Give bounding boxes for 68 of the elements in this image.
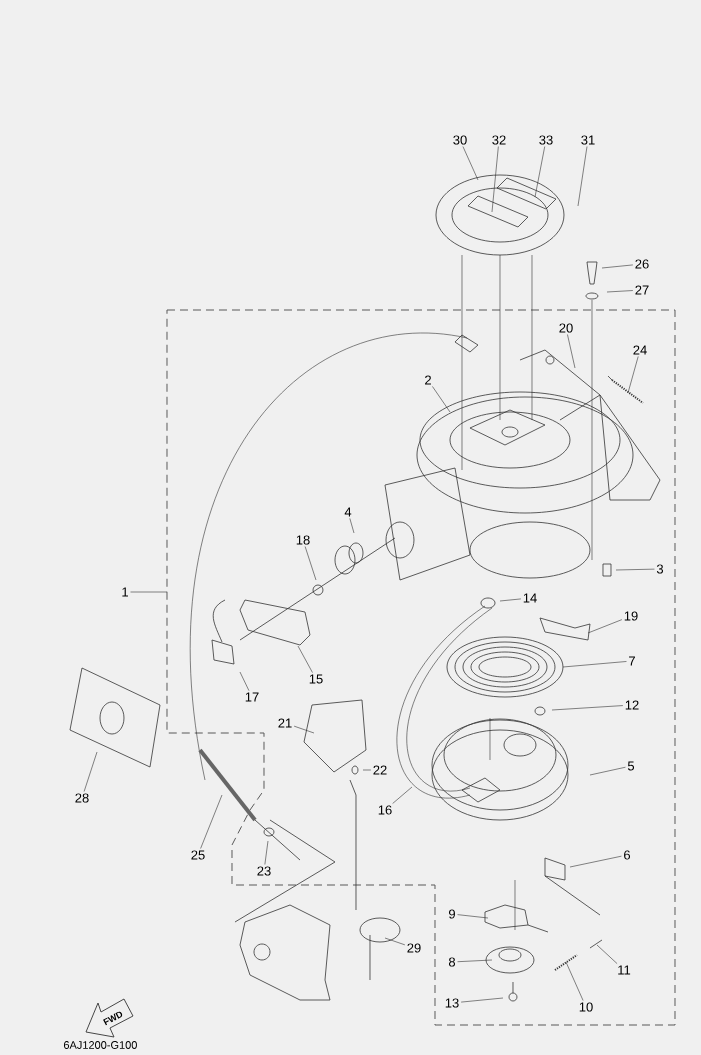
callout-number: 18 <box>296 535 310 545</box>
callout-number: 23 <box>257 866 271 876</box>
callout-number: 19 <box>624 611 638 621</box>
callout-number: 24 <box>633 345 647 355</box>
callout-number: 21 <box>278 718 292 728</box>
leader-line <box>462 146 479 181</box>
leader-line <box>601 264 634 269</box>
leader-line <box>130 591 168 593</box>
leader-line <box>499 598 522 602</box>
leader-line <box>567 334 576 369</box>
callout-number: 11 <box>618 965 631 975</box>
callout-number: 20 <box>559 323 573 333</box>
leader-line <box>392 786 413 804</box>
leader-line <box>362 769 372 771</box>
leader-line <box>596 944 618 964</box>
callout-number: 31 <box>581 135 595 145</box>
callout-number: 1 <box>122 587 128 597</box>
leader-line <box>606 290 634 293</box>
callout-number: 2 <box>425 375 431 385</box>
callout-number: 9 <box>449 909 455 919</box>
callout-number: 12 <box>625 700 639 710</box>
leader-line <box>384 937 406 946</box>
direction-label: FWD <box>103 1011 123 1026</box>
leader-line <box>565 961 584 1001</box>
callout-number: 25 <box>191 850 205 860</box>
callout-number: 6 <box>624 850 631 860</box>
callout-number: 14 <box>523 593 537 603</box>
callout-number: 3 <box>656 564 664 574</box>
callout-number: 29 <box>407 943 421 953</box>
leader-line <box>239 671 250 691</box>
callout-number: 28 <box>75 793 89 803</box>
leader-line <box>293 725 315 734</box>
callout-number: 27 <box>635 285 649 295</box>
leader-line <box>460 997 504 1003</box>
leader-line <box>627 356 639 394</box>
leader-line <box>264 840 269 865</box>
callout-number: 15 <box>309 674 323 684</box>
callout-number: 32 <box>492 135 506 145</box>
callout-number: 16 <box>378 805 392 815</box>
leader-line <box>304 546 317 581</box>
leader-line <box>562 661 627 668</box>
leader-line <box>432 386 451 413</box>
leader-line <box>569 855 622 868</box>
leader-line <box>577 146 588 207</box>
leader-line <box>491 146 499 213</box>
callout-number: 7 <box>629 656 635 666</box>
callout-number: 4 <box>344 507 352 517</box>
leader-line <box>349 518 355 534</box>
leader-line <box>551 705 624 711</box>
callout-number: 5 <box>627 761 635 771</box>
callout-number: 8 <box>448 957 456 967</box>
callout-number: 26 <box>635 259 649 269</box>
leader-line <box>457 959 493 963</box>
leader-line <box>615 568 655 571</box>
callout-number: 10 <box>579 1002 593 1012</box>
leader-line <box>297 645 313 673</box>
leader-line <box>534 146 546 198</box>
leader-line <box>457 914 489 919</box>
callout-number: 17 <box>245 692 259 702</box>
leader-line <box>83 751 98 792</box>
callout-number: 13 <box>445 998 459 1008</box>
callout-number: 30 <box>453 135 467 145</box>
leader-line <box>589 766 626 776</box>
part-code: 6AJ1200-G100 <box>63 1041 137 1049</box>
callout-number: 33 <box>539 135 553 145</box>
leader-line <box>587 619 623 634</box>
leader-line <box>200 794 223 849</box>
callout-number: 22 <box>373 765 387 775</box>
